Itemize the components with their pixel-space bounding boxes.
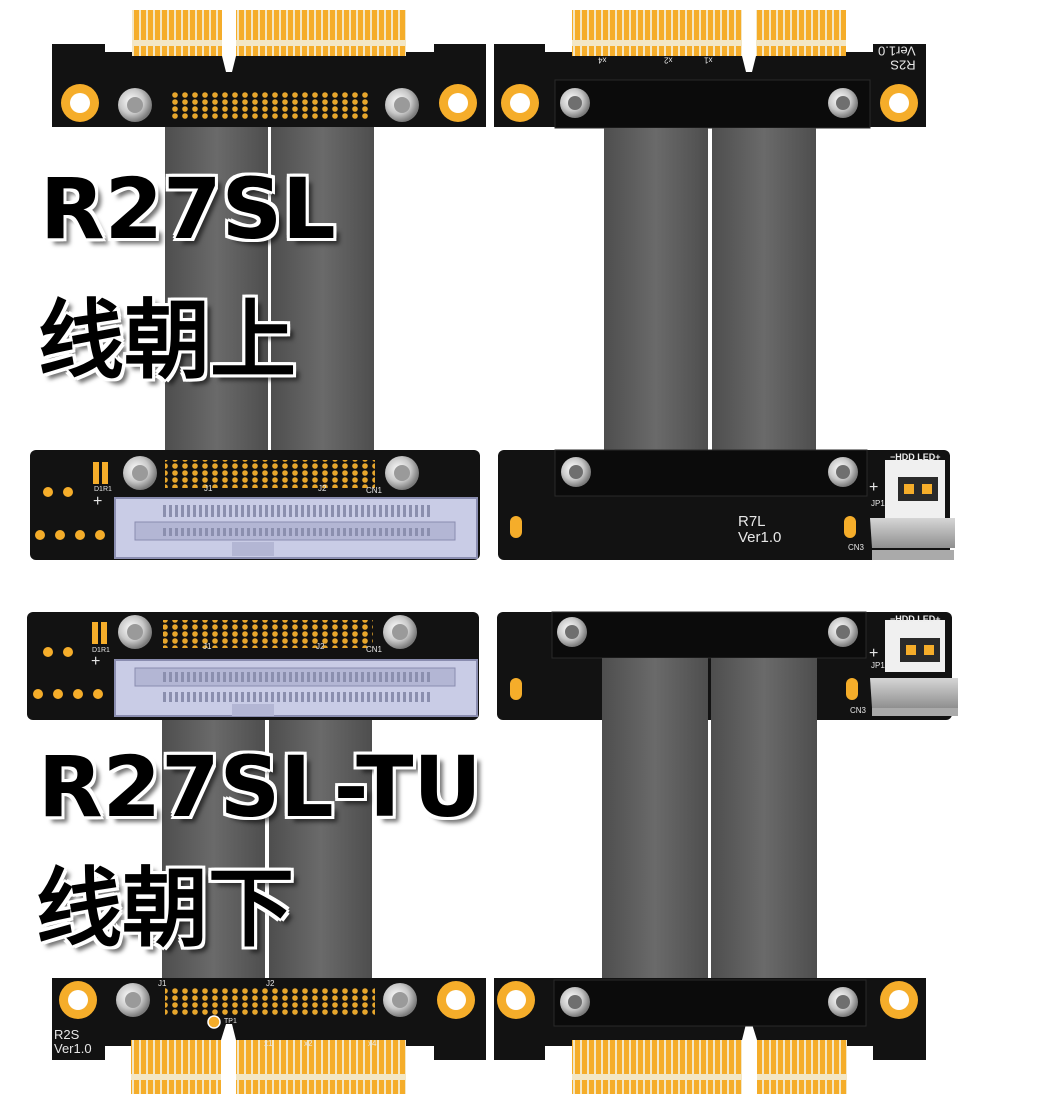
- top-right-ribbon: [604, 128, 816, 452]
- title-bottom-model: R27SL-TU: [38, 738, 482, 836]
- silk-lane-x4-bottom: x4: [368, 1039, 377, 1048]
- title-top-model: R27SL: [40, 160, 336, 258]
- silk-d1r1-bottom: D1R1: [92, 647, 110, 654]
- pcie-x4-edge-board-bottom-right: [494, 978, 926, 1094]
- silk-r2s-mirrored: R2S Ver1.0: [878, 43, 916, 73]
- silk-cn1-bottom: CN1: [366, 645, 383, 654]
- pcie-x4-edge-board-top-right: [494, 10, 926, 129]
- silk-lane-x4-top: x4: [598, 55, 607, 65]
- silk-j2-bottom: J2: [316, 642, 325, 651]
- silk-d1r1-top: D1R1: [94, 486, 112, 493]
- pcie-x4-edge-board-top-left: [52, 10, 486, 127]
- silk-lane-x2-top: x2: [664, 55, 673, 65]
- sff-connector-board-bottom-left: [27, 612, 479, 720]
- top-left-ribbon: [165, 120, 374, 460]
- silk-cn3-bottom: CN3: [850, 706, 867, 715]
- silk-j2-r2s-bottom: J2: [266, 979, 275, 988]
- silk-plus-right-bottom: +: [869, 645, 879, 662]
- pcie-x4-edge-board-bottom-left: [52, 978, 486, 1094]
- silk-r2s-bottom: R2S Ver1.0: [54, 1027, 92, 1056]
- silk-plus-bottom: +: [91, 653, 101, 670]
- bottom-left-ribbon: [162, 720, 372, 982]
- title-bottom-desc: 线朝下: [36, 859, 294, 959]
- silk-tp1: TP1: [224, 1018, 237, 1025]
- silk-jp1-top: JP1: [871, 499, 885, 508]
- silk-lane-x1-top: x1: [704, 55, 713, 65]
- silk-plus-right-top: +: [869, 479, 879, 496]
- r7l-board-top-right: [498, 449, 955, 560]
- silk-j1-r2s-bottom: J1: [158, 979, 167, 988]
- silk-lane-x2-bottom: x2: [304, 1039, 313, 1048]
- silk-jp1-bottom: JP1: [871, 661, 885, 670]
- silk-cn1-top: CN1: [366, 486, 383, 495]
- silk-r7l-top: R7L Ver1.0: [738, 513, 782, 546]
- silk-hdd-led-bottom: −HDD LED+: [890, 614, 941, 624]
- silk-plus-top: +: [93, 493, 103, 510]
- silk-cn3-top: CN3: [848, 543, 865, 552]
- silk-j1-bottom: J1: [203, 642, 212, 651]
- bottom-right-ribbon: [602, 658, 817, 983]
- title-top-desc: 线朝上: [38, 291, 296, 391]
- sff-connector-board-top-left: [30, 450, 480, 560]
- silk-hdd-led-top: −HDD LED+: [890, 452, 941, 462]
- silk-lane-x1-bottom: x1: [264, 1039, 273, 1048]
- silk-j2-top: J2: [318, 484, 327, 493]
- silk-j1-top: J1: [204, 484, 213, 493]
